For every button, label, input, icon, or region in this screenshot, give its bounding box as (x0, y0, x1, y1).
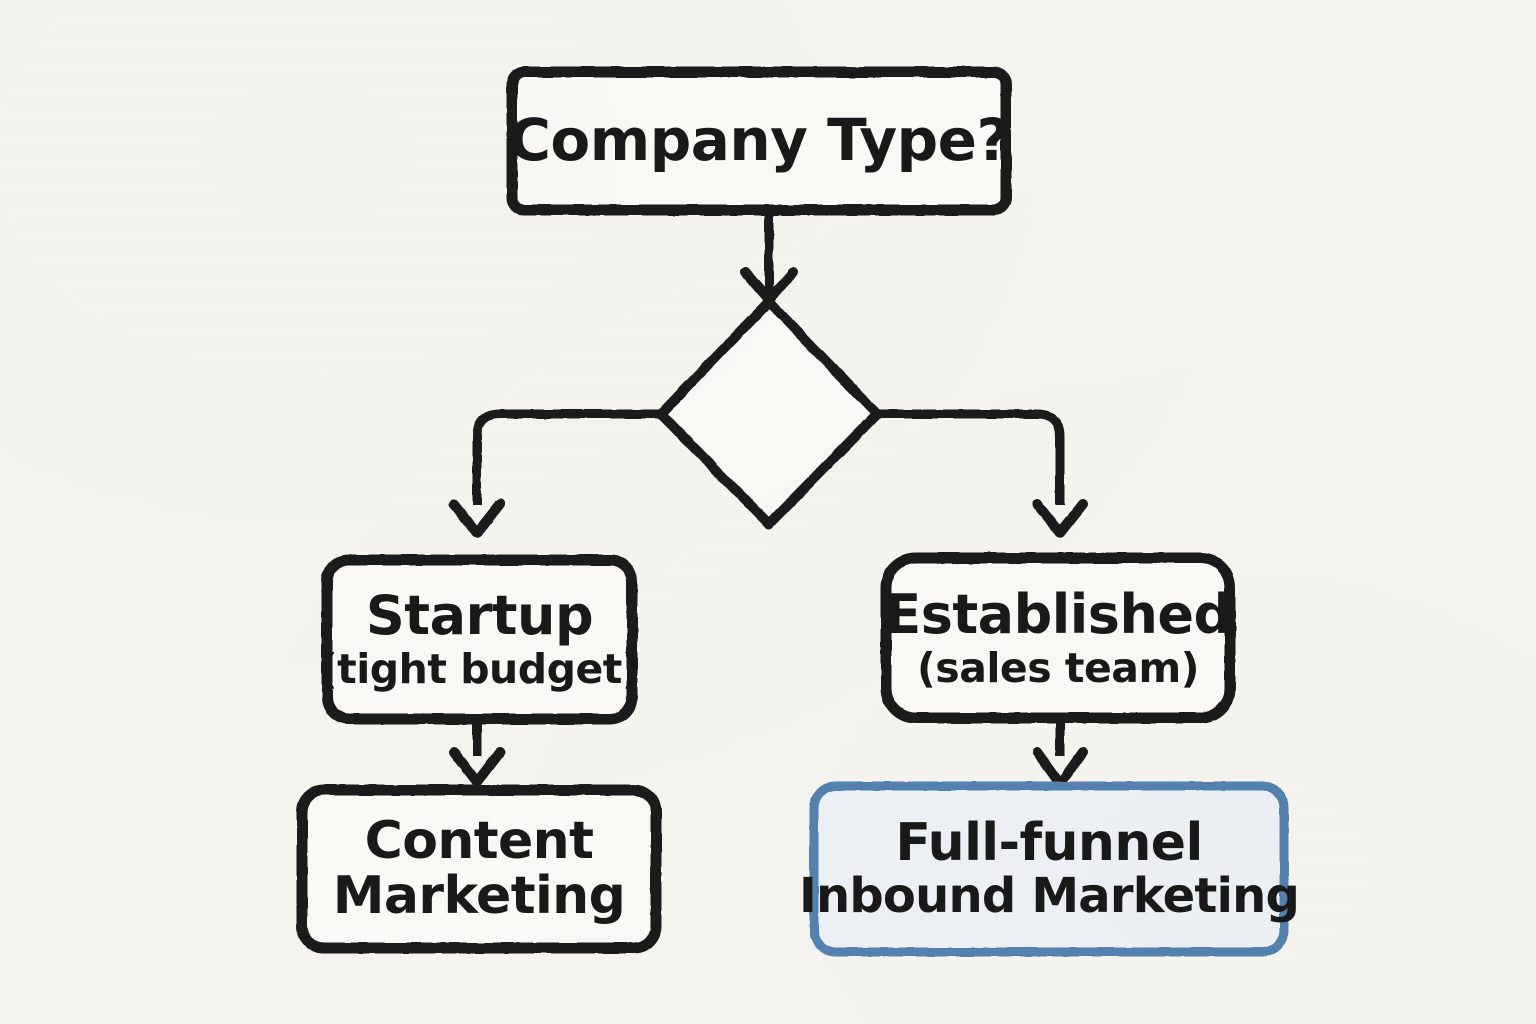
node-outcome-right-shape[interactable] (809, 781, 1289, 957)
node-branch-right-shape[interactable] (880, 552, 1236, 724)
node-outcome-left-shape[interactable] (296, 784, 662, 954)
edge-decision-to-right-line (877, 409, 1065, 505)
edge-right-to-outcome-arrowhead (1032, 747, 1088, 789)
edge-left-to-outcome-arrowhead (449, 747, 505, 787)
node-decision-shape[interactable] (656, 297, 882, 529)
node-start-shape[interactable] (506, 66, 1012, 216)
edge-decision-to-right-arrowhead (1032, 499, 1088, 538)
node-branch-left-shape[interactable] (321, 554, 638, 725)
edge-decision-to-left-line (472, 409, 661, 505)
edge-decision-to-left-arrowhead (449, 499, 505, 538)
